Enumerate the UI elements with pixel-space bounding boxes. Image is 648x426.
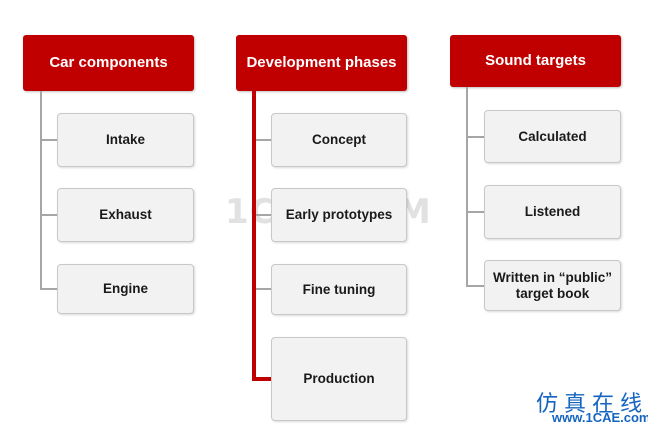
connector-branch: [256, 139, 271, 141]
connector-branch: [256, 288, 271, 290]
connector-branch: [40, 139, 57, 141]
connector-trunk-sound-targets: [466, 87, 468, 287]
header-sound-targets: Sound targets: [450, 35, 621, 87]
item-written-target-book: Written in “public” target book: [484, 260, 621, 311]
item-production: Production: [271, 337, 407, 421]
connector-branch: [256, 214, 271, 216]
connector-branch: [40, 214, 57, 216]
brand-chinese-text: 仿真在线: [536, 392, 648, 417]
connector-branch: [466, 136, 484, 138]
item-intake: Intake: [57, 113, 194, 167]
connector-branch: [466, 211, 484, 213]
item-early-prototypes: Early prototypes: [271, 188, 407, 242]
item-concept: Concept: [271, 113, 407, 167]
item-exhaust: Exhaust: [57, 188, 194, 242]
item-calculated: Calculated: [484, 110, 621, 163]
brand-url-text: www.1CAE.com: [552, 410, 648, 425]
header-car-components: Car components: [23, 35, 194, 91]
connector-trunk-car-components: [40, 91, 42, 290]
connector-branch: [40, 288, 57, 290]
timeline-arrow-end: [252, 377, 271, 381]
item-fine-tuning: Fine tuning: [271, 264, 407, 315]
timeline-arrow-line: [252, 91, 256, 381]
connector-branch: [466, 285, 484, 287]
header-development-phases: Development phases: [236, 35, 407, 91]
item-engine: Engine: [57, 264, 194, 314]
item-listened: Listened: [484, 185, 621, 239]
